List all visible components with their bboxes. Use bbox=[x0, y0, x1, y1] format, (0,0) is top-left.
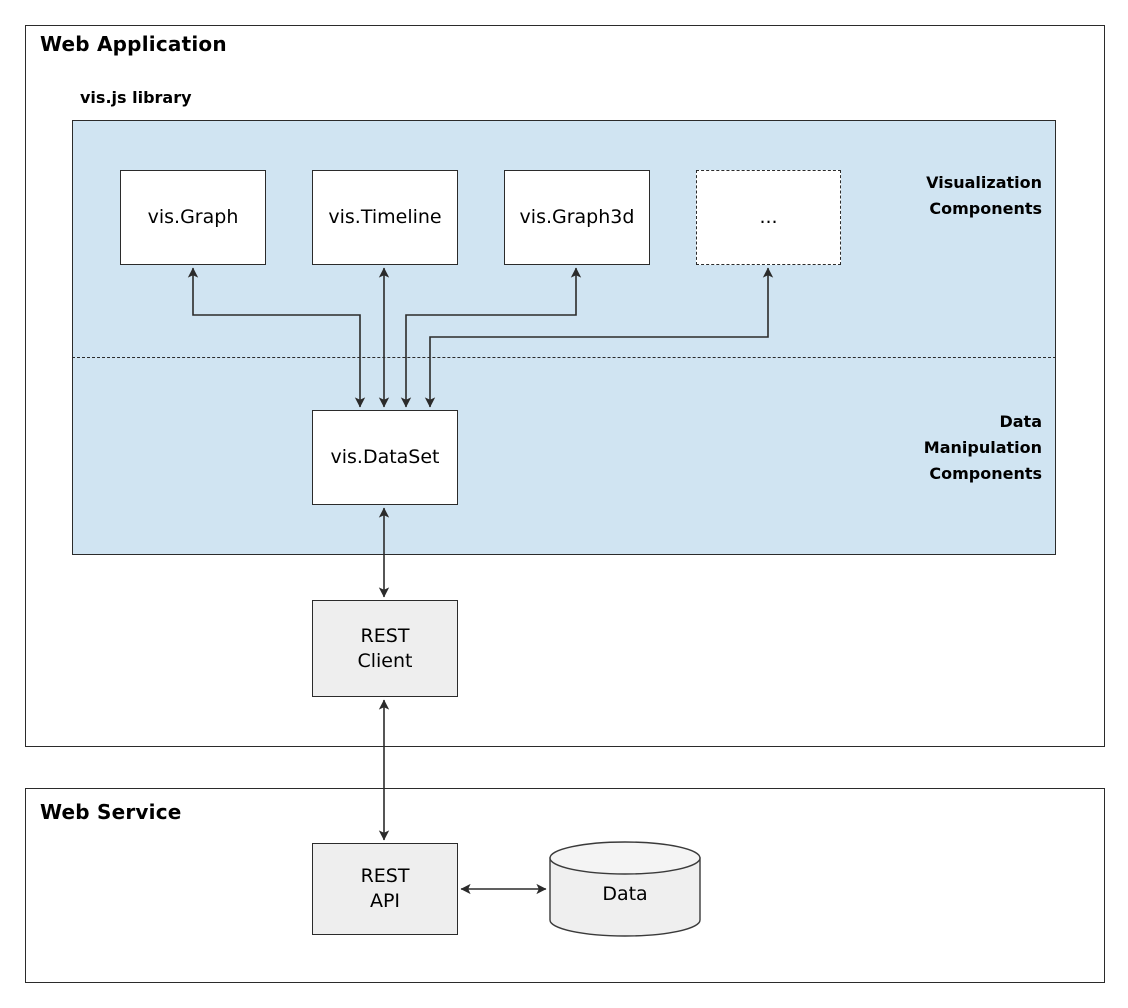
web-application-title: Web Application bbox=[40, 32, 227, 56]
node-rest-client-label-line2: Client bbox=[357, 649, 413, 672]
node-vis-dataset-label: vis.DataSet bbox=[330, 446, 440, 468]
data-manipulation-label-line2: Manipulation bbox=[923, 438, 1042, 457]
node-rest-api[interactable]: REST API bbox=[312, 843, 458, 935]
vis-js-library-title: vis.js library bbox=[80, 88, 192, 107]
database-cylinder-icon bbox=[549, 841, 701, 937]
visualization-components-label-line2: Components bbox=[929, 199, 1042, 218]
node-vis-graph-label: vis.Graph bbox=[147, 206, 239, 228]
data-manipulation-label-line3: Components bbox=[929, 464, 1042, 483]
node-rest-api-label-line2: API bbox=[369, 890, 401, 912]
node-rest-client-label-line1: REST bbox=[360, 624, 410, 647]
node-rest-client[interactable]: REST Client bbox=[312, 600, 458, 697]
node-rest-api-label: REST API bbox=[361, 864, 410, 914]
data-manipulation-label-line1: Data bbox=[999, 412, 1042, 431]
visualization-components-label-line1: Visualization bbox=[926, 173, 1042, 192]
node-vis-dataset[interactable]: vis.DataSet bbox=[312, 410, 458, 505]
node-vis-timeline-label: vis.Timeline bbox=[328, 206, 442, 228]
node-vis-graph3d-label: vis.Graph3d bbox=[519, 206, 635, 228]
node-database[interactable]: Data bbox=[549, 841, 701, 937]
data-manipulation-components-label: Data Manipulation Components bbox=[924, 409, 1042, 487]
visualization-components-label: Visualization Components bbox=[926, 170, 1042, 222]
layer-divider bbox=[72, 357, 1056, 358]
node-more-components-label: ... bbox=[759, 206, 778, 228]
node-rest-api-label-line1: REST bbox=[360, 865, 410, 887]
node-vis-graph3d[interactable]: vis.Graph3d bbox=[504, 170, 650, 265]
node-rest-client-label: REST Client bbox=[357, 624, 412, 674]
node-vis-graph[interactable]: vis.Graph bbox=[120, 170, 266, 265]
node-more-components[interactable]: ... bbox=[696, 170, 841, 265]
node-vis-timeline[interactable]: vis.Timeline bbox=[312, 170, 458, 265]
node-database-label: Data bbox=[602, 883, 648, 905]
web-service-title: Web Service bbox=[40, 800, 182, 824]
